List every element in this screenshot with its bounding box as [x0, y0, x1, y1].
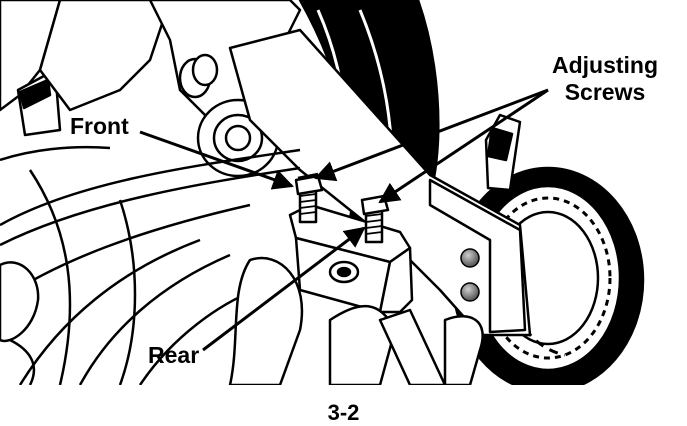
figure-caption: 3-2 — [327, 400, 360, 425]
adjusting-leader-front — [314, 88, 549, 182]
rear-leader — [202, 226, 366, 352]
adjusting-screws-label: Adjusting Screws — [520, 52, 687, 106]
side-plate — [228, 28, 532, 337]
adjusting-leader-rear — [378, 88, 549, 204]
adjusting-label-line1: Adjusting — [551, 52, 659, 78]
front-adjusting-screw — [294, 172, 324, 224]
front-leader — [139, 130, 294, 190]
wheel-post — [484, 113, 522, 192]
adjusting-label-line2: Screws — [564, 79, 646, 105]
leader-lines — [139, 88, 549, 352]
front-label: Front — [70, 113, 129, 139]
rear-label: Rear — [148, 342, 200, 368]
